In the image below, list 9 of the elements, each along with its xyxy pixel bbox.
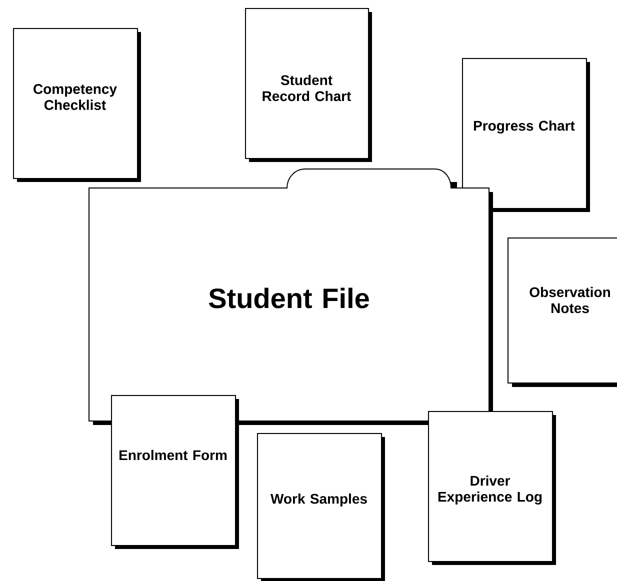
folder: Student File — [88, 168, 493, 425]
document-page: Work Samples — [257, 433, 385, 581]
document-page: Enrolment Form — [111, 395, 239, 549]
node-label: Observation Notes — [530, 286, 610, 314]
document-page: Driver Experience Log — [428, 411, 556, 565]
document-page: Competency Checklist — [13, 28, 141, 182]
document-page: Progress Chart — [462, 58, 590, 212]
document-page: Observation Notes — [508, 238, 617, 387]
document-page: Student Record Chart — [245, 8, 372, 162]
